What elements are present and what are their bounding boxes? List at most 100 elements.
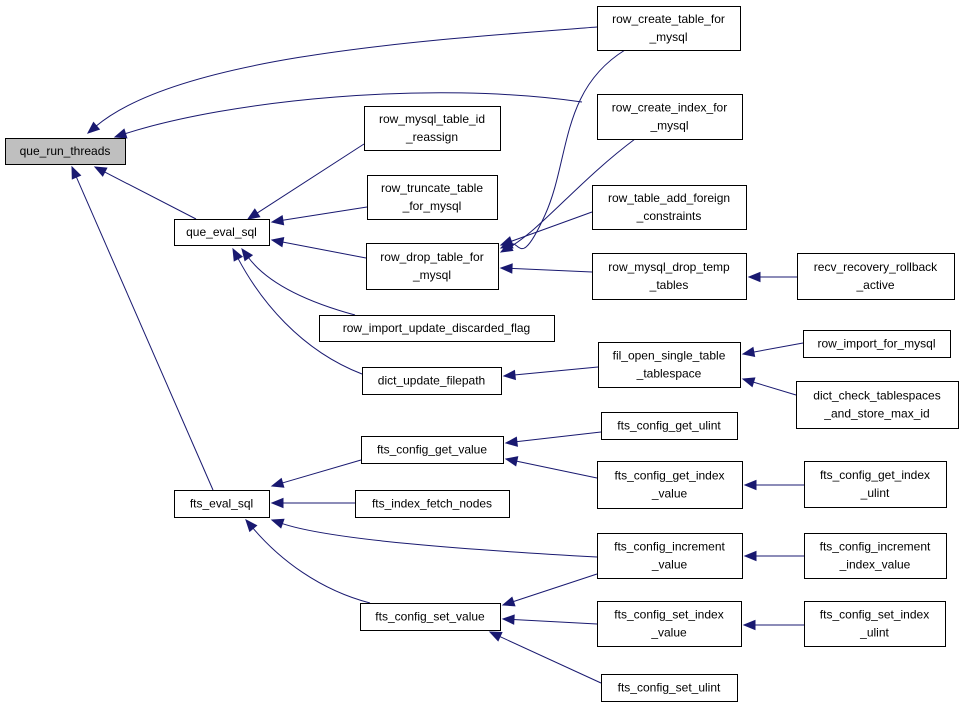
edge-row_drop_table_for_mysql-to-que_eval_sql — [270, 236, 367, 259]
node-row-mysql-drop-temp-tables[interactable]: row_mysql_drop_temp_tables — [592, 253, 747, 300]
edge-line — [281, 459, 362, 484]
node-fts-config-set-index-ulint[interactable]: fts_config_set_index_ulint — [804, 601, 946, 647]
node-label: _value — [651, 487, 688, 501]
node-box — [797, 253, 955, 300]
edge-line — [510, 49, 626, 249]
edge-arrowhead — [741, 377, 756, 388]
node-label: fil_open_single_table — [613, 349, 726, 363]
node-label: _mysql — [648, 30, 687, 44]
node-label: row_import_update_discarded_flag — [343, 321, 530, 335]
edge-arrowhead — [499, 236, 514, 247]
edge-arrowhead — [245, 518, 258, 533]
edge-arrowhead — [270, 497, 284, 509]
node-label: row_import_for_mysql — [817, 337, 935, 351]
node-row-import-update-discarded-flag[interactable]: row_import_update_discarded_flag — [319, 315, 555, 342]
node-box — [364, 106, 501, 151]
node-label: row_table_add_foreign — [608, 191, 730, 205]
edge-fts_config_set_index_ulint-to-fts_config_set_index_value — [742, 619, 804, 631]
edge-arrowhead — [499, 263, 513, 274]
edge-line — [752, 381, 797, 396]
node-box — [319, 315, 555, 342]
node-label: row_drop_table_for — [380, 250, 483, 264]
edge-arrowhead — [743, 550, 757, 562]
node-fts-config-get-index-value[interactable]: fts_config_get_index_value — [597, 461, 743, 509]
edge-arrowhead — [742, 619, 756, 631]
edge-line — [281, 206, 368, 221]
node-row-table-add-foreign-constraints[interactable]: row_table_add_foreign_constraints — [592, 185, 747, 230]
edge-arrowhead — [270, 214, 285, 226]
edge-line — [247, 256, 356, 316]
edge-row_import_for_mysql-to-fil_open_single_table_tablespace — [741, 342, 804, 358]
node-box — [597, 6, 741, 51]
edge-line — [103, 171, 197, 220]
node-fts-config-increment-index-value[interactable]: fts_config_increment_index_value — [804, 533, 947, 579]
edge-arrowhead — [504, 436, 518, 447]
edge-line — [252, 527, 371, 604]
node-row-import-for-mysql[interactable]: row_import_for_mysql — [803, 330, 951, 358]
node-label: fts_index_fetch_nodes — [372, 497, 492, 511]
edge-arrowhead — [71, 165, 82, 180]
node-fts-config-increment-value[interactable]: fts_config_increment_value — [597, 533, 743, 579]
node-box — [592, 253, 747, 300]
edge-line — [237, 257, 363, 375]
node-que-eval-sql[interactable]: que_eval_sql — [174, 219, 270, 246]
edge-line — [281, 241, 367, 259]
edge-row_create_table_for_mysql-to-que_run_threads — [86, 26, 598, 134]
nodes-layer: que_run_threads row_create_table_for_mysq… — [5, 6, 959, 702]
edge-row_create_index_for_mysql-to-que_run_threads — [113, 92, 583, 139]
edge-line — [75, 175, 214, 491]
node-row-create-table-for-mysql[interactable]: row_create_table_for_mysql — [597, 6, 741, 51]
edge-arrowhead — [504, 456, 519, 467]
node-fts-config-set-index-value[interactable]: fts_config_set_index_value — [597, 601, 742, 647]
edge-arrowhead — [93, 166, 108, 177]
node-label: que_run_threads — [20, 144, 111, 158]
node-box — [597, 461, 743, 509]
node-dict-check-tablespaces-and-store-max-id[interactable]: dict_check_tablespaces_and_store_max_id — [796, 381, 959, 429]
node-fts-config-get-ulint[interactable]: fts_config_get_ulint — [601, 412, 738, 440]
node-label: row_create_index_for — [612, 101, 727, 115]
edge-que_eval_sql-to-que_run_threads — [93, 166, 197, 220]
node-box — [796, 381, 959, 429]
node-box — [367, 175, 498, 220]
node-dict-update-filepath[interactable]: dict_update_filepath — [362, 367, 502, 395]
node-box — [592, 185, 747, 230]
edge-arrowhead — [246, 208, 261, 220]
edge-line — [510, 211, 593, 243]
node-label: recv_recovery_rollback — [814, 260, 938, 274]
node-box — [597, 94, 743, 140]
edge-arrowhead — [502, 369, 516, 381]
node-label: que_eval_sql — [186, 225, 257, 239]
edge-row_create_index_for_mysql-to-row_drop_table_for_mysql — [499, 138, 636, 253]
edge-line — [510, 267, 593, 273]
node-label: fts_config_get_ulint — [617, 419, 721, 433]
edge-fts_config_set_ulint-to-fts_config_set_value — [488, 631, 602, 684]
edge-line — [512, 619, 598, 625]
node-recv-recovery-rollback-active[interactable]: recv_recovery_rollback_active — [797, 253, 955, 300]
node-label: fts_eval_sql — [190, 497, 253, 511]
edge-arrowhead — [501, 596, 516, 607]
node-row-drop-table-for-mysql[interactable]: row_drop_table_for_mysql — [366, 243, 499, 290]
edge-row_truncate_table_for_mysql-to-que_eval_sql — [270, 206, 368, 226]
node-label: _value — [650, 626, 687, 640]
node-que-run-threads[interactable]: que_run_threads — [5, 138, 126, 165]
node-box — [597, 533, 743, 579]
node-row-create-index-for-mysql[interactable]: row_create_index_for_mysql — [597, 94, 743, 140]
node-fts-eval-sql[interactable]: fts_eval_sql — [174, 490, 270, 518]
node-box — [804, 461, 947, 508]
node-box — [174, 490, 270, 518]
edge-line — [513, 366, 599, 376]
node-label: _tables — [649, 278, 689, 292]
node-label: _index_value — [839, 558, 911, 572]
edge-line — [515, 431, 602, 443]
node-fts-config-set-value[interactable]: fts_config_set_value — [360, 603, 501, 631]
node-box — [5, 138, 126, 165]
node-row-truncate-table-for-mysql[interactable]: row_truncate_table_for_mysql — [367, 175, 498, 220]
node-fil-open-single-table-tablespace[interactable]: fil_open_single_table_tablespace — [598, 342, 741, 388]
node-fts-config-get-value[interactable]: fts_config_get_value — [361, 436, 504, 464]
edge-line — [124, 92, 583, 135]
node-row-mysql-table-id-reassign[interactable]: row_mysql_table_id_reassign — [364, 106, 501, 151]
node-fts-config-get-index-ulint[interactable]: fts_config_get_index_ulint — [804, 461, 947, 508]
node-box — [355, 490, 510, 518]
node-fts-config-set-ulint[interactable]: fts_config_set_ulint — [601, 674, 738, 702]
node-fts-index-fetch-nodes[interactable]: fts_index_fetch_nodes — [355, 490, 510, 518]
